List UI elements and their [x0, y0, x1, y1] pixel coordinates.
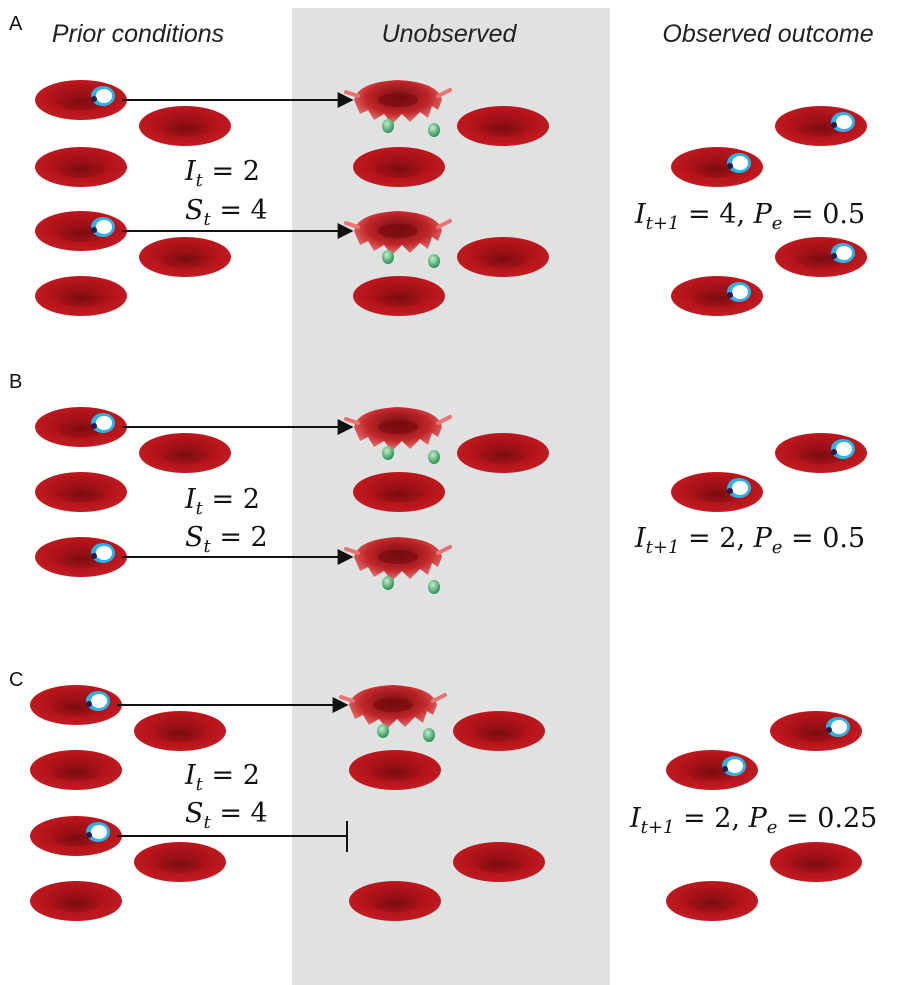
infected-cell	[775, 106, 867, 146]
panel-label-c: C	[9, 669, 23, 691]
infected-cell	[775, 237, 867, 277]
prior-susceptible-eq: St = 4	[185, 195, 268, 230]
header-unobserved: Unobserved	[382, 20, 518, 48]
parasite-icon	[91, 543, 115, 563]
infected-cell	[35, 80, 127, 120]
red-blood-cell	[35, 276, 127, 316]
red-blood-cell	[349, 750, 441, 790]
merozoite-icon	[428, 123, 440, 137]
bursting-cell	[344, 80, 452, 137]
red-blood-cell	[349, 881, 441, 921]
prior-infected-eq: It = 2	[184, 760, 260, 795]
bursting-cell	[344, 537, 452, 594]
red-blood-cell	[353, 147, 445, 187]
header-observed-outcome: Observed outcome	[662, 20, 873, 48]
infected-cell	[30, 816, 122, 856]
merozoite-icon	[382, 446, 394, 460]
parasite-icon	[722, 756, 746, 776]
prior-infected-eq: It = 2	[184, 484, 260, 519]
panel-a: It = 2 St = 4 It+1 = 4, Pe = 0.5	[35, 80, 867, 316]
red-blood-cell	[30, 881, 122, 921]
parasite-icon	[831, 112, 855, 132]
red-blood-cell	[353, 276, 445, 316]
red-blood-cell	[30, 750, 122, 790]
parasite-icon	[831, 243, 855, 263]
parasite-icon	[91, 86, 115, 106]
infected-cell	[35, 537, 127, 577]
parasite-icon	[727, 282, 751, 302]
parasite-icon	[86, 691, 110, 711]
red-blood-cell	[35, 147, 127, 187]
panel-label-a: A	[9, 13, 23, 35]
parasite-icon	[831, 439, 855, 459]
red-blood-cell	[457, 433, 549, 473]
red-blood-cell	[35, 472, 127, 512]
infected-cell	[30, 685, 122, 725]
red-blood-cell	[134, 842, 226, 882]
bursting-cell	[344, 211, 452, 268]
red-blood-cell	[770, 842, 862, 882]
red-blood-cell	[353, 472, 445, 512]
outcome-eq: It+1 = 2, Pe = 0.25	[629, 803, 877, 838]
merozoite-icon	[428, 580, 440, 594]
infected-cell	[671, 276, 763, 316]
infected-cell	[775, 433, 867, 473]
merozoite-icon	[423, 728, 435, 742]
infected-cell	[770, 711, 862, 751]
prior-susceptible-eq: St = 4	[185, 798, 268, 833]
parasite-icon	[91, 217, 115, 237]
red-blood-cell	[453, 711, 545, 751]
red-blood-cell	[457, 237, 549, 277]
merozoite-icon	[428, 254, 440, 268]
red-blood-cell	[139, 237, 231, 277]
panel-b: It = 2 St = 2 It+1 = 2, Pe = 0.5	[35, 407, 867, 594]
panel-c: It = 2 St = 4 It+1 = 2, Pe = 0.25	[30, 685, 877, 921]
red-blood-cell	[134, 711, 226, 751]
prior-infected-eq: It = 2	[184, 156, 260, 191]
parasite-icon	[826, 717, 850, 737]
red-blood-cell	[666, 881, 758, 921]
outcome-eq: It+1 = 2, Pe = 0.5	[634, 523, 865, 558]
unobserved-band	[292, 8, 610, 985]
outcome-eq: It+1 = 4, Pe = 0.5	[634, 199, 865, 234]
red-blood-cell	[139, 106, 231, 146]
infected-cell	[671, 147, 763, 187]
bursting-cell	[344, 407, 452, 464]
merozoite-icon	[382, 119, 394, 133]
merozoite-icon	[382, 576, 394, 590]
merozoite-icon	[382, 250, 394, 264]
infected-cell	[666, 750, 758, 790]
bursting-cell	[339, 685, 447, 742]
merozoite-icon	[428, 450, 440, 464]
infected-cell	[671, 472, 763, 512]
red-blood-cell	[453, 842, 545, 882]
infected-cell	[35, 211, 127, 251]
header-prior-conditions: Prior conditions	[52, 20, 224, 48]
parasite-icon	[91, 413, 115, 433]
parasite-icon	[727, 153, 751, 173]
merozoite-icon	[377, 724, 389, 738]
parasite-icon	[727, 478, 751, 498]
infected-cell	[35, 407, 127, 447]
prior-susceptible-eq: St = 2	[185, 522, 268, 557]
red-blood-cell	[139, 433, 231, 473]
parasite-icon	[86, 822, 110, 842]
red-blood-cell	[457, 106, 549, 146]
panel-label-b: B	[9, 371, 22, 393]
